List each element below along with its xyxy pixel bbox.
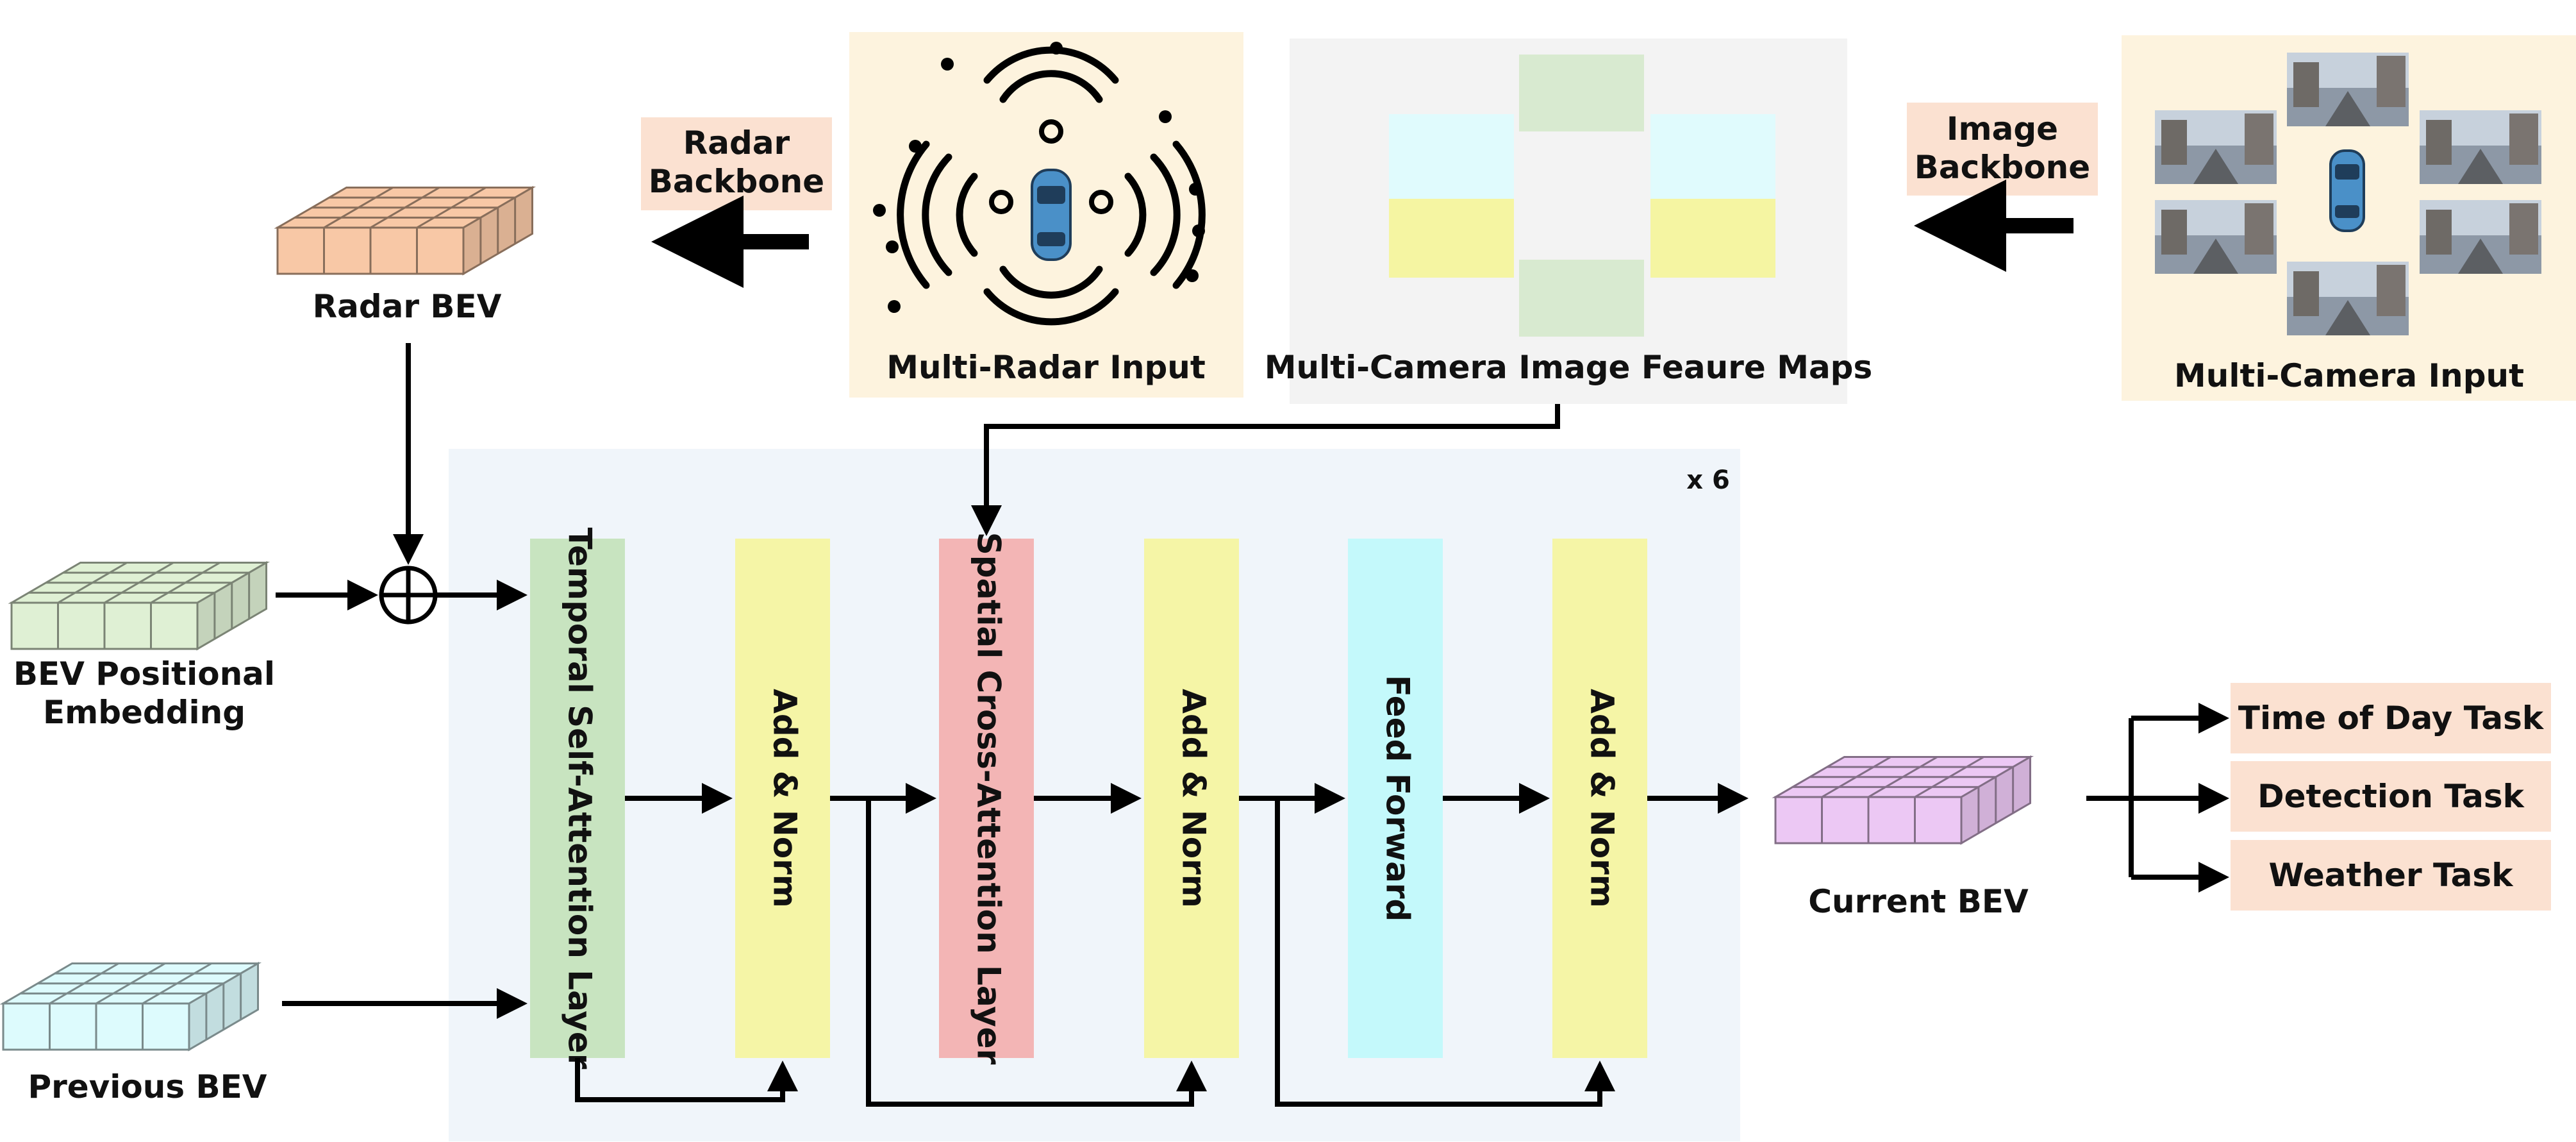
task-box-time-of-day [2231, 683, 2551, 753]
previous-bev-block [0, 961, 262, 1052]
pos-embed-label-1: BEV Positional [13, 655, 275, 693]
encoder-arrows [575, 783, 1749, 1107]
task-box-detection [2231, 761, 2551, 832]
spatial-label: Spatial Cross-Attention Layer [970, 532, 1008, 1065]
radar-backbone-box [641, 117, 832, 210]
input-arrows [276, 343, 528, 1019]
radar-wave-icon [897, 46, 1206, 326]
radar-backbone-label-2: Backbone [649, 163, 824, 200]
image-backbone-label-1: Image [1947, 110, 2058, 147]
car-icon [2329, 149, 2365, 232]
add-norm-2 [1144, 539, 1239, 1058]
add-norm-1-label: Add & Norm [767, 689, 804, 908]
temporal-self-attention-layer [530, 539, 625, 1058]
current-bev-block [1772, 755, 2034, 845]
multi-camera-input-label: Multi-Camera Input [2174, 357, 2524, 394]
add-norm-1 [735, 539, 830, 1058]
radar-dots [873, 42, 1205, 313]
feed-forward-layer [1348, 539, 1443, 1058]
add-norm-3 [1552, 539, 1647, 1058]
temporal-label: Temporal Self-Attention Layer [561, 528, 599, 1070]
feature-to-spatial-arrow [971, 404, 1560, 536]
circled-plus-icon [379, 566, 438, 625]
radar-bev-block [274, 185, 536, 276]
multi-radar-input-label: Multi-Radar Input [886, 349, 1206, 386]
feature-map-tiles [1389, 55, 1775, 337]
add-norm-3-label: Add & Norm [1584, 689, 1621, 908]
previous-bev-label: Previous BEV [28, 1068, 267, 1105]
task-label-detection: Detection Task [2257, 778, 2525, 815]
task-label-weather: Weather Task [2269, 857, 2514, 894]
task-arrows [2086, 703, 2229, 893]
radar-backbone-label-1: Radar [683, 124, 790, 162]
repeat-label: x 6 [1686, 466, 1730, 495]
pos-embed-label-2: Embedding [43, 694, 245, 731]
bev-positional-embedding-block [8, 560, 270, 651]
task-label-time-of-day: Time of Day Task [2238, 700, 2545, 737]
image-backbone-label-2: Backbone [1915, 149, 2090, 186]
feed-forward-label: Feed Forward [1379, 675, 1417, 922]
car-icon [1031, 169, 1072, 261]
encoder-block [449, 449, 1740, 1141]
radar-bev-label: Radar BEV [313, 288, 502, 325]
feature-maps-label: Multi-Camera Image Feaure Maps [1265, 349, 1873, 386]
add-norm-2-label: Add & Norm [1176, 689, 1213, 908]
task-box-weather [2231, 840, 2551, 911]
current-bev-label: Current BEV [1808, 883, 2029, 920]
spatial-cross-attention-layer [939, 539, 1034, 1058]
